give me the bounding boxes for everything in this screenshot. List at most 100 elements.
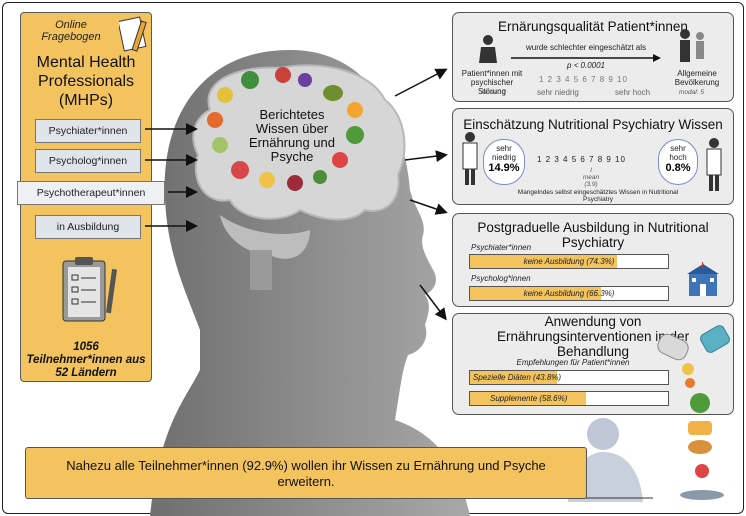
intervention-bar: Supplemente (58.6%) [469, 391, 669, 406]
bar-category: Psycholog*innen [471, 274, 531, 283]
panel3-title-line: Psychiatry [561, 235, 625, 250]
mean-value: (3.9) [584, 181, 598, 188]
scale-low-label: sehr niedrig [537, 88, 579, 97]
grapes-icon [298, 73, 312, 87]
panel3-title-line: Postgraduelle Ausbildung in Nutritional [477, 220, 709, 235]
clipboard-icon [62, 257, 118, 322]
panel4-title-line: Ernährungsinterventionen in der [496, 329, 690, 344]
training-bar-fill [470, 255, 618, 268]
patient-label: Patient*innen mit psychischer Störung [457, 69, 527, 96]
mhp-title-line: (MHPs) [58, 92, 114, 109]
survey-label: Online Fragebogen [21, 19, 121, 43]
egg-icon [682, 363, 694, 375]
compare-text: wurde schlechter eingeschätzt als [525, 43, 647, 52]
avocado-icon [323, 85, 343, 101]
high-label: sehr hoch [659, 144, 697, 162]
knowledge-note: Mangelndes selbst eingeschätztes Wissen … [493, 189, 703, 203]
training-bar-label: keine Ausbildung (74.3%) [523, 257, 615, 266]
doctor-icon [462, 132, 478, 185]
group-psychiater: Psychiater*innen [35, 119, 141, 143]
doctor-icon [706, 138, 722, 191]
knowledge-note-line: Mangelndes selbst eingeschätztes Wissen … [517, 189, 679, 196]
brain-text: Berichtetes Wissen über Ernährung und Ps… [242, 108, 342, 164]
supplement-bottle-icon [700, 325, 730, 353]
participants-panel: Online Fragebogen Mental Health Professi… [17, 12, 165, 382]
intervention-bar-label: Supplemente (58.6%) [490, 394, 568, 403]
intervention-bar-fill [470, 371, 557, 384]
apple-icon [275, 67, 291, 83]
participant-count-line: Teilnehmer*innen aus [26, 354, 146, 366]
mean-marker: I mean (3.9) [581, 167, 601, 188]
high-value: 0.8% [665, 162, 691, 174]
banana-icon [217, 87, 233, 103]
low-label-line: niedrig [491, 153, 516, 162]
sad-person-icon [479, 35, 497, 63]
lemon-icon [259, 172, 275, 188]
compare-arrow [511, 54, 661, 62]
patient-label-line: psychischer Störung [470, 78, 514, 96]
brain-text-line: Wissen über [255, 121, 329, 136]
survey-label-line2: Fragebogen [41, 31, 101, 43]
mean-label: mean [582, 174, 600, 181]
cucumber-icon [313, 170, 327, 184]
panel2-title: Einschätzung Nutritional Psychiatry Wiss… [463, 117, 723, 132]
participant-count-line: 1056 [73, 341, 99, 353]
p-value: p < 0.0001 [566, 61, 606, 70]
food-ring [207, 67, 364, 191]
pomegranate-icon [287, 175, 303, 191]
knowledge-note-line: Psychiatry [583, 196, 613, 203]
greens-icon [690, 393, 710, 413]
knowledge-scale: 1 2 3 4 5 6 7 8 9 10 [537, 155, 626, 164]
low-value: 14.9% [488, 162, 520, 174]
people-group-icon [680, 29, 704, 62]
participant-count-line: 52 Ländern [55, 367, 117, 379]
population-label: Allgemeine Bevölkerung [663, 69, 731, 87]
brain-text-line: Ernährung und [248, 135, 335, 150]
nuts-icon [688, 440, 712, 454]
mean-tick: I [590, 167, 592, 174]
panel1-title: Ernärungsqualität Patient*innen [498, 19, 688, 34]
group-psychotherapeut: Psychotherapeut*innen [17, 181, 165, 205]
notepad-pencil-icon [119, 16, 147, 52]
food-column [657, 325, 730, 500]
intervention-bar-label: Spezielle Diäten (43.8%) [473, 373, 562, 382]
brain-text-line: Berichtetes [259, 107, 325, 122]
conclusion-text: Nahezu alle Teilnehmer*innen (92.9%) wol… [26, 458, 586, 490]
tomato-icon [332, 152, 348, 168]
panel-nutrition-quality: Ernärungsqualität Patient*innen wurde sc… [452, 12, 734, 102]
school-building-icon [687, 262, 719, 296]
lettuce-icon [346, 126, 364, 144]
mhp-title-line: Mental Health [36, 54, 136, 71]
conclusion-line: erweitern. [277, 474, 335, 489]
high-knowledge-oval: sehr hoch 0.8% [658, 139, 698, 185]
panel-training: Postgraduelle Ausbildung in Nutritional … [452, 213, 734, 307]
panel4-title-line: Anwendung von [544, 314, 642, 329]
broccoli-icon [241, 71, 259, 89]
training-bar-label: keine Ausbildung (66.3%) [523, 289, 615, 298]
orange-icon [347, 102, 363, 118]
pill-icon [657, 333, 689, 361]
survey-label-line1: Online [55, 19, 87, 31]
conclusion-line: Nahezu alle Teilnehmer*innen (92.9%) wol… [66, 458, 546, 473]
mhp-title: Mental Health Professionals (MHPs) [21, 53, 151, 110]
panel4-title: Anwendung von Ernährungsinterventionen i… [453, 314, 733, 359]
group-ausbildung: in Ausbildung [35, 215, 141, 239]
pumpkin-icon [207, 112, 223, 128]
training-bar: keine Ausbildung (74.3%) [469, 254, 669, 269]
group-psycholog: Psycholog*innen [35, 149, 141, 173]
strawberry-icon [695, 464, 709, 478]
quality-scale: 1 2 3 4 5 6 7 8 9 10 [539, 75, 628, 84]
fish-icon [680, 490, 724, 500]
training-bar-fill [470, 287, 602, 300]
mhp-title-line: Professionals [37, 73, 135, 90]
population-label-line: Allgemeine [677, 69, 717, 78]
recommendations-subtitle: Empfehlungen für Patient*innen [516, 358, 630, 367]
panel4-title-line: Behandlung [556, 344, 630, 359]
modal-right: modal: 5 [679, 89, 704, 96]
modal-left: modal: 3 [481, 89, 506, 96]
high-label-line: sehr [670, 144, 686, 153]
low-label: sehr niedrig [484, 144, 524, 162]
bread-icon [688, 421, 712, 435]
brain-text-line: Psyche [270, 149, 314, 164]
